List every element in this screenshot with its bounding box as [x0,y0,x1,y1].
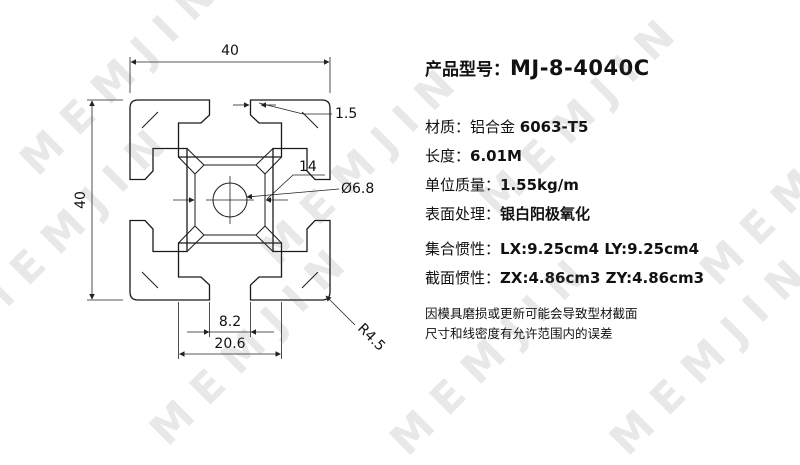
tolerance-note-line1: 因模具磨损或更新可能会导致型材截面 [425,306,638,321]
dim-height: 40 [73,99,123,301]
dim-radius: R4.5 [325,295,388,355]
spec-row-inertia-z: 截面惯性：ZX:4.86cm3 ZY:4.86cm3 [425,267,790,288]
dim-wall-label: 1.5 [335,106,357,122]
spec-label: 集合惯性： [425,240,501,258]
dim-slot: 8.2 [187,302,274,337]
spec-row-length: 长度：6.01M [425,145,790,166]
spec-value: LX:9.25cm4 LY:9.25cm4 [500,240,700,258]
tolerance-note: 因模具磨损或更新可能会导致型材截面 尺寸和线密度有允许范围内的误差 [425,304,790,344]
corner-details [141,111,319,289]
spec-label: 截面惯性： [425,269,501,287]
spec-row-inertia-l: 集合惯性：LX:9.25cm4 LY:9.25cm4 [425,238,790,259]
dim-hole-label: Ø6.8 [341,181,374,197]
spec-value: 银白阳极氧化 [500,205,591,223]
spec-value: 6063-T5 [519,118,589,136]
spec-label: 材质： [425,118,471,136]
spec-prefix: 铝合金 [470,118,520,136]
tolerance-note-line2: 尺寸和线密度有允许范围内的误差 [425,326,613,341]
spec-row-unit-mass: 单位质量：1.55kg/m [425,174,790,195]
dim-width: 40 [129,43,331,93]
dim-hole: Ø6.8 [246,181,374,200]
model-value: MJ-8-4040C [510,56,650,80]
dim-wall: 1.5 [233,102,357,122]
spec-panel: 产品型号： MJ-8-4040C 材质：铝合金 6063-T5 长度：6.01M… [425,55,790,344]
dim-center-label: 14 [299,159,317,175]
spec-value: 6.01M [470,147,522,165]
model-label: 产品型号： [425,60,510,80]
dim-width-label: 40 [221,43,239,59]
dim-cavity: 20.6 [178,302,282,359]
dim-slot-label: 8.2 [219,314,241,330]
dim-height-label: 40 [73,191,89,209]
spec-label: 表面处理： [425,205,501,223]
spec-label: 长度： [425,147,471,165]
spec-value: 1.55kg/m [500,176,579,194]
spec-row-material: 材质：铝合金 6063-T5 [425,116,790,137]
dim-center: 14 [173,159,325,203]
crosshair [206,176,254,224]
spec-value: ZX:4.86cm3 ZY:4.86cm3 [500,269,705,287]
profile-drawing: 40 40 1.5 14 Ø6.8 R4.5 8.2 [73,43,388,359]
spec-row-surface: 表面处理：银白阳极氧化 [425,203,790,224]
dim-radius-label: R4.5 [354,321,388,355]
spec-list: 材质：铝合金 6063-T5 长度：6.01M 单位质量：1.55kg/m 表面… [425,116,790,288]
spec-label: 单位质量： [425,176,501,194]
dim-cavity-label: 20.6 [214,336,245,352]
product-model: 产品型号： MJ-8-4040C [425,55,790,80]
web-lines [178,148,282,252]
